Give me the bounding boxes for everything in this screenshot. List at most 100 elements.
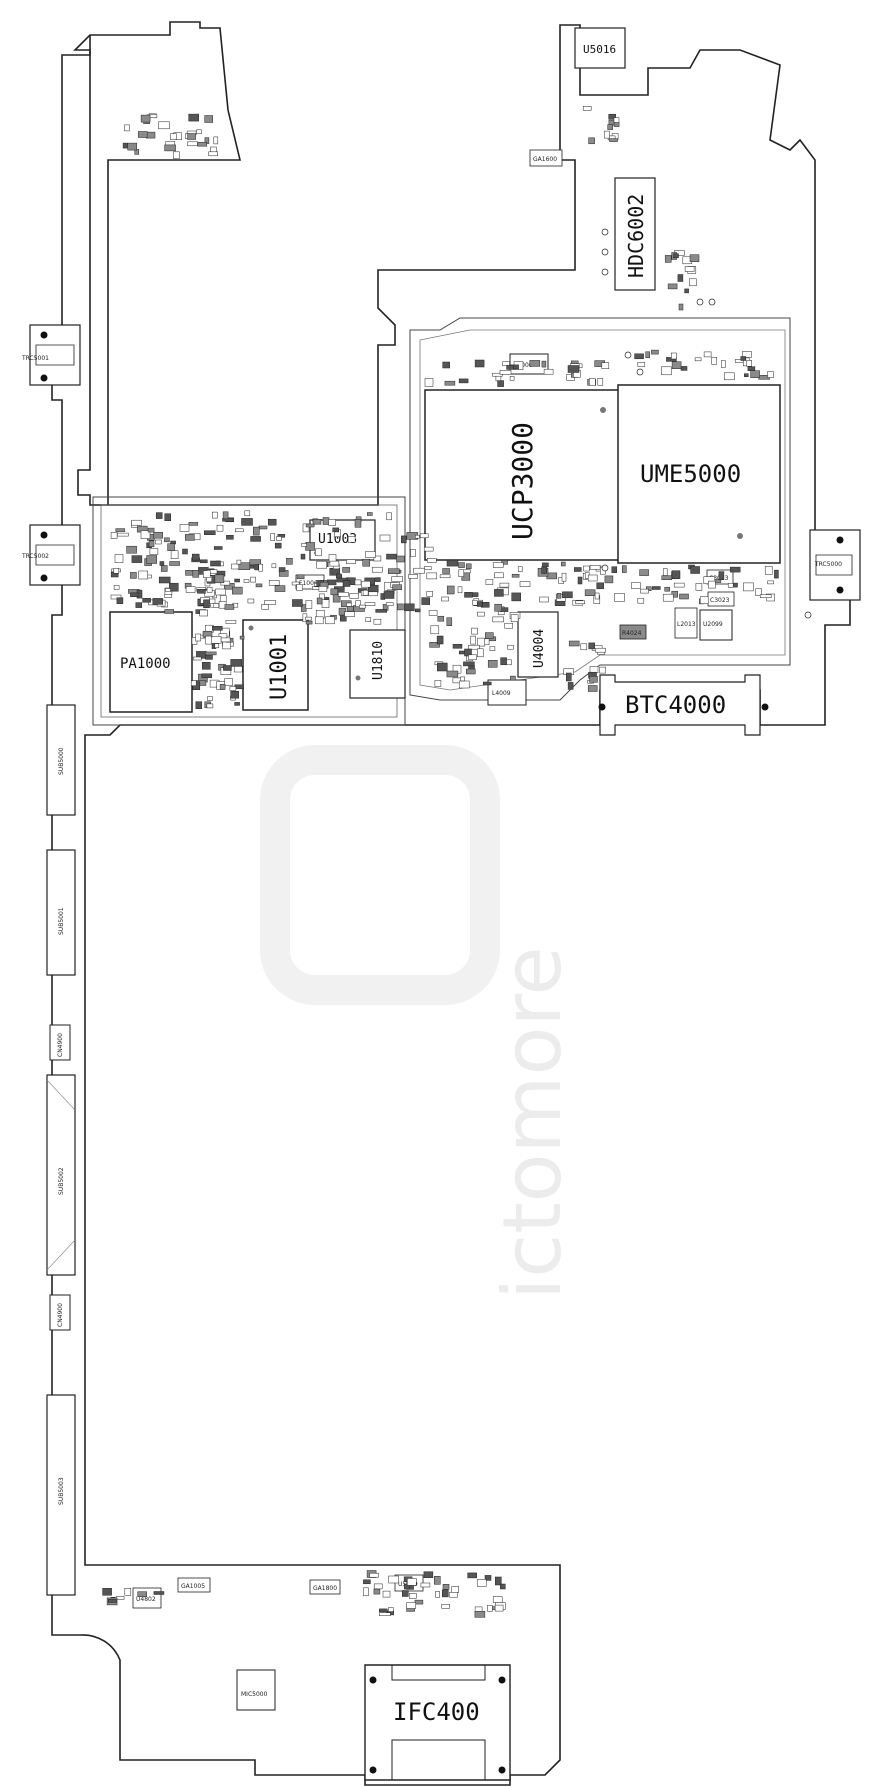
smd-pad [347, 605, 354, 612]
svg-text:R4024: R4024 [622, 630, 642, 637]
smd-pad [210, 560, 221, 567]
smd-pad [206, 587, 213, 593]
smd-pad [671, 361, 682, 369]
smd-pad [216, 524, 224, 532]
smd-pad [609, 138, 618, 142]
smd-pad [373, 1588, 381, 1595]
test-point [601, 248, 609, 256]
watermark: ictomore [260, 745, 579, 1300]
board-outline [73, 21, 242, 506]
smd-pad [204, 115, 213, 123]
smd-pad [734, 359, 744, 363]
smd-pad [164, 609, 174, 614]
smd-pad [556, 593, 562, 599]
smd-pad [349, 593, 359, 599]
smd-pad [410, 549, 416, 557]
test-point [708, 298, 716, 306]
smd-pad [442, 568, 450, 574]
smd-pad [372, 566, 383, 573]
smd-pad [561, 572, 567, 582]
smd-pad [314, 616, 324, 625]
smd-pad [179, 524, 190, 532]
smd-pad [155, 512, 163, 519]
smd-pad [337, 577, 348, 583]
smd-pad [767, 580, 774, 585]
smd-pad [583, 565, 590, 572]
smd-pad [196, 129, 202, 135]
smd-pad [640, 588, 649, 594]
smd-pad [419, 533, 429, 539]
smd-pad [354, 519, 362, 528]
svg-text:TRC5001: TRC5001 [21, 355, 49, 362]
smd-pad [249, 559, 262, 565]
smd-pad [115, 528, 126, 532]
smd-pad [429, 642, 440, 648]
smd-pad [346, 559, 356, 564]
smd-pad [446, 585, 455, 595]
smd-pad [477, 611, 485, 617]
smd-pad [634, 353, 644, 360]
smd-pad [224, 604, 235, 610]
smd-pad [467, 1572, 477, 1579]
smd-pad [126, 545, 137, 554]
smd-pad [574, 567, 582, 572]
smd-pad [494, 572, 504, 579]
smd-pad [170, 550, 179, 559]
smd-pad [241, 518, 253, 526]
smd-pad [743, 582, 754, 592]
smd-pad [468, 654, 477, 661]
svg-text:TRC5000: TRC5000 [814, 561, 842, 568]
smd-pad [363, 1587, 369, 1597]
smd-pad [321, 599, 330, 608]
smd-pad [695, 583, 703, 591]
connector-trc5002: TRC5002 [21, 524, 81, 586]
smd-pad [291, 581, 300, 586]
smd-pad [471, 627, 478, 635]
smd-pad [499, 582, 510, 588]
smd-pad [385, 602, 394, 606]
smd-pad [662, 593, 674, 602]
shield-right [409, 317, 791, 701]
smd-pad [645, 351, 650, 359]
smd-pad [517, 566, 523, 572]
smd-pad [699, 596, 709, 604]
smd-pad [386, 512, 392, 521]
smd-pad [437, 615, 445, 622]
smd-pad [332, 527, 339, 533]
smd-pad [365, 551, 376, 558]
smd-pad [315, 548, 322, 557]
svg-text:L4009: L4009 [492, 690, 511, 697]
smd-pad [169, 561, 180, 566]
smd-pad [205, 655, 213, 660]
smd-pad [724, 372, 735, 381]
smd-pad [492, 562, 504, 568]
smd-pad [441, 1604, 450, 1609]
smd-pad [613, 117, 620, 123]
smd-pad [477, 637, 485, 647]
svg-text:TRC5002: TRC5002 [21, 553, 49, 560]
smd-pad [489, 646, 496, 651]
smd-pad [188, 522, 199, 526]
smd-pad [388, 568, 400, 574]
svg-text:F1006: F1006 [299, 580, 318, 587]
smd-pad [199, 609, 208, 617]
smd-pad [470, 635, 476, 645]
smd-pad [200, 559, 208, 564]
smd-pad [236, 559, 242, 565]
smd-pad [652, 586, 661, 590]
smd-pad [225, 620, 237, 624]
strip-sub5000: SUB5000 [46, 704, 76, 816]
smd-pad [689, 254, 700, 262]
svg-text:GA1005: GA1005 [181, 1583, 205, 1590]
smd-pad [301, 543, 307, 547]
smd-pad [562, 591, 573, 599]
smd-pad [247, 598, 255, 604]
test-point [696, 298, 704, 306]
smd-pad [584, 589, 596, 596]
smd-pad [149, 548, 159, 555]
chip-hdc6002: HDC6002 [614, 177, 656, 291]
smd-pad [164, 537, 170, 543]
connector-trc5000: TRC5000 [809, 529, 861, 601]
smd-pad [661, 366, 672, 376]
